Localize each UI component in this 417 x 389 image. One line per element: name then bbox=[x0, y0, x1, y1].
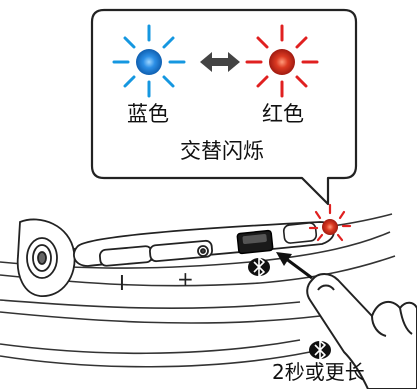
duration-bluetooth-icon bbox=[309, 340, 331, 360]
alternate-flash-caption: 交替闪烁 bbox=[180, 139, 264, 163]
minus-label: I bbox=[119, 271, 125, 295]
hold-duration-label: 2秒或更长 bbox=[272, 360, 365, 384]
plus-label: + bbox=[177, 267, 194, 291]
alternate-arrow-icon bbox=[200, 52, 240, 72]
bluetooth-icon bbox=[248, 257, 270, 277]
power-button[interactable] bbox=[282, 222, 318, 244]
blue-color-label: 蓝色 bbox=[127, 102, 169, 126]
headset-led bbox=[308, 203, 352, 242]
red-color-label: 红色 bbox=[262, 102, 304, 126]
earpiece bbox=[16, 218, 76, 297]
volume-minus-button[interactable] bbox=[99, 245, 153, 267]
volume-plus-button[interactable] bbox=[149, 239, 213, 263]
red-led-icon bbox=[245, 24, 319, 98]
blue-led-icon bbox=[112, 24, 186, 98]
finger-pressing bbox=[306, 273, 417, 389]
press-arrow-icon bbox=[276, 252, 313, 280]
